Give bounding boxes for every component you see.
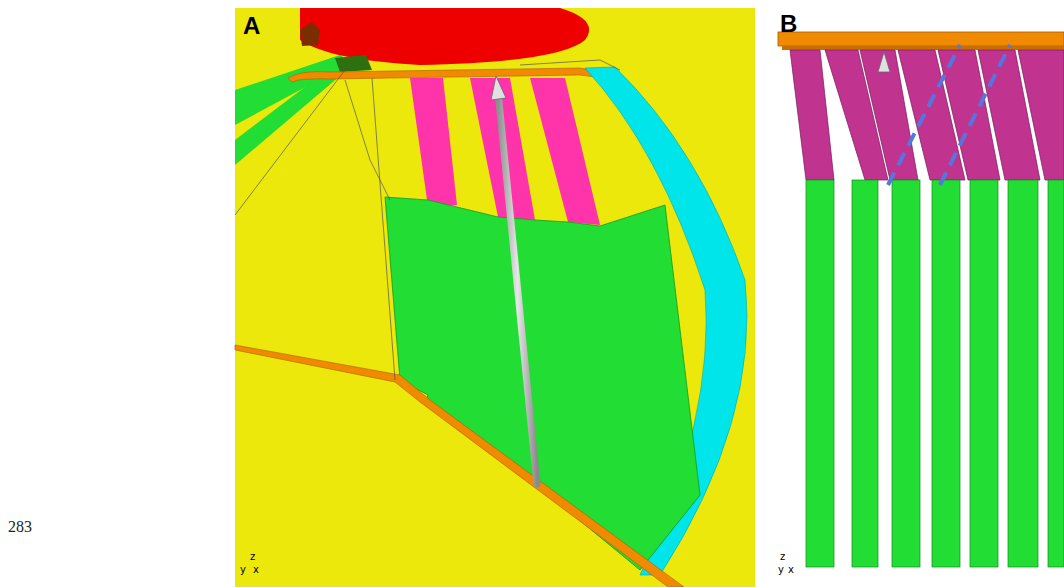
panel-a (235, 8, 755, 587)
axis-label: y (778, 565, 784, 575)
line-number: 283 (8, 519, 32, 535)
axis-label: x (788, 565, 794, 575)
axis-label: z (780, 552, 785, 562)
panel-b (778, 32, 1064, 567)
axis-label: y (240, 565, 246, 575)
panel-letter: B (780, 12, 797, 36)
axis-label: x (253, 565, 259, 575)
panel-letter: A (243, 14, 260, 38)
axis-label: z (250, 552, 255, 562)
